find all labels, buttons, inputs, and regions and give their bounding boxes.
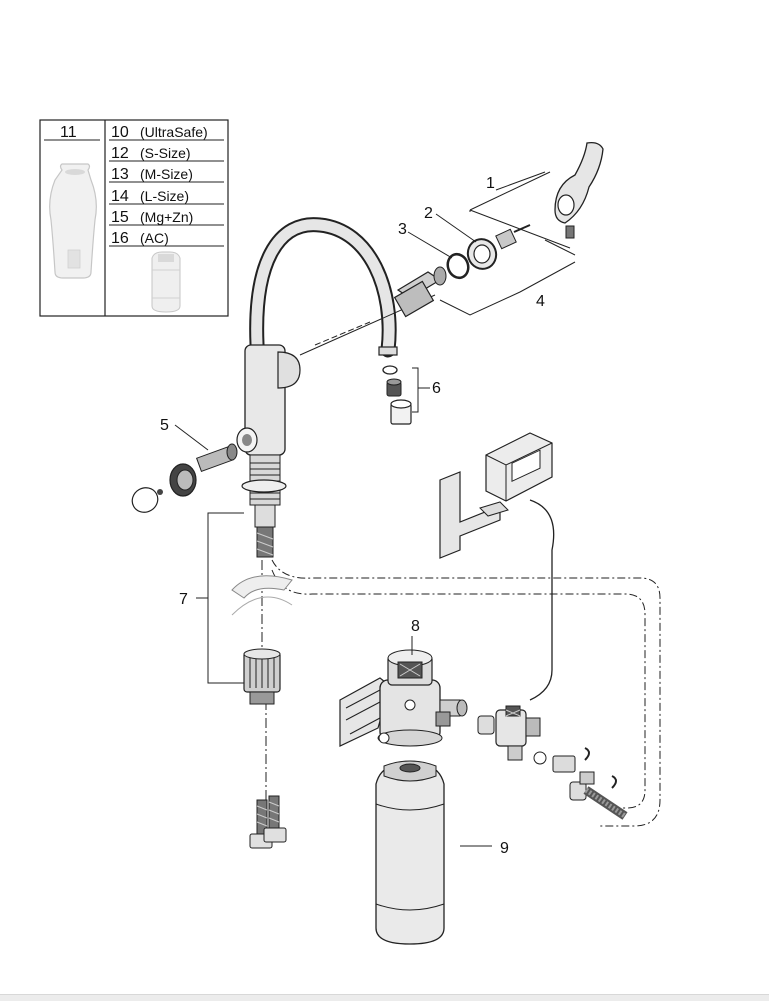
- callout-8: 8: [411, 618, 420, 635]
- mounting-plate-icon: [231, 575, 293, 616]
- callout-5: 5: [160, 417, 169, 434]
- table-row-num: 10: [111, 124, 129, 141]
- callout-2: 2: [424, 205, 433, 222]
- table-row-12: 12 (S-Size): [109, 145, 224, 162]
- grub-screw-icon: [565, 225, 575, 239]
- table-row-text: (S-Size): [140, 145, 191, 161]
- cap-icon: [466, 238, 498, 270]
- table-row-text: (L-Size): [140, 188, 189, 204]
- callout-3: 3: [398, 221, 407, 238]
- valve-stem-icon: [195, 443, 238, 473]
- display-unit-assembly: [439, 432, 555, 701]
- callout-1: 1: [486, 175, 495, 192]
- table-row-num: 15: [111, 209, 129, 226]
- side-valve-assembly: [131, 424, 238, 513]
- table-row-text: (M-Size): [140, 166, 193, 182]
- supply-hoses-icon: [249, 795, 287, 849]
- callout-labels: 1 2 3 4 5 6 7 8 9: [160, 175, 545, 857]
- indicator-disc-icon: [131, 487, 163, 513]
- valve-knob-icon: [169, 463, 197, 497]
- flow-meter-assembly: [477, 705, 628, 820]
- adapter-icon: [495, 224, 531, 250]
- filter-head-assembly: [339, 649, 468, 747]
- parts-table: 11 10 (UltraSafe) 12 (S-Size) 13 (M-Size…: [39, 119, 229, 317]
- table-row-num: 14: [111, 188, 129, 205]
- callout-7: 7: [179, 591, 188, 608]
- table-row-10: 10 (UltraSafe): [109, 124, 224, 141]
- table-row-13: 13 (M-Size): [109, 166, 224, 183]
- table-row-num: 13: [111, 166, 129, 183]
- filter-cartridge-large-icon: [375, 760, 492, 945]
- hose-routing: [261, 559, 661, 827]
- faucet-body: [236, 217, 398, 558]
- callout-leaders: [407, 171, 546, 655]
- lever-handle-icon: [554, 141, 604, 224]
- callout-9: 9: [500, 840, 509, 857]
- table-row-15: 15 (Mg+Zn): [109, 209, 224, 226]
- bottom-bar: [0, 994, 769, 1001]
- cartridge-icon: [393, 266, 447, 318]
- table-row-14: 14 (L-Size): [109, 188, 224, 205]
- filter-cartridge-small-icon: [151, 251, 181, 313]
- table-row-text: (AC): [140, 230, 169, 246]
- bracket-7: [196, 512, 244, 684]
- display-box-icon: [485, 432, 553, 502]
- table-row-num: 16: [111, 230, 129, 247]
- table-row-text: (UltraSafe): [140, 124, 208, 140]
- callout-4: 4: [536, 293, 545, 310]
- ring-icon: [446, 252, 470, 280]
- table-left-header: 11: [60, 124, 77, 141]
- table-row-text: (Mg+Zn): [140, 209, 193, 225]
- aerator-assembly: [382, 365, 430, 425]
- callout-6: 6: [432, 380, 441, 397]
- table-row-16: 16 (AC): [109, 230, 224, 247]
- water-bottle-icon: [49, 163, 97, 279]
- hex-nut-icon: [243, 648, 281, 705]
- handle-assembly: [299, 141, 604, 356]
- table-row-num: 12: [111, 145, 129, 162]
